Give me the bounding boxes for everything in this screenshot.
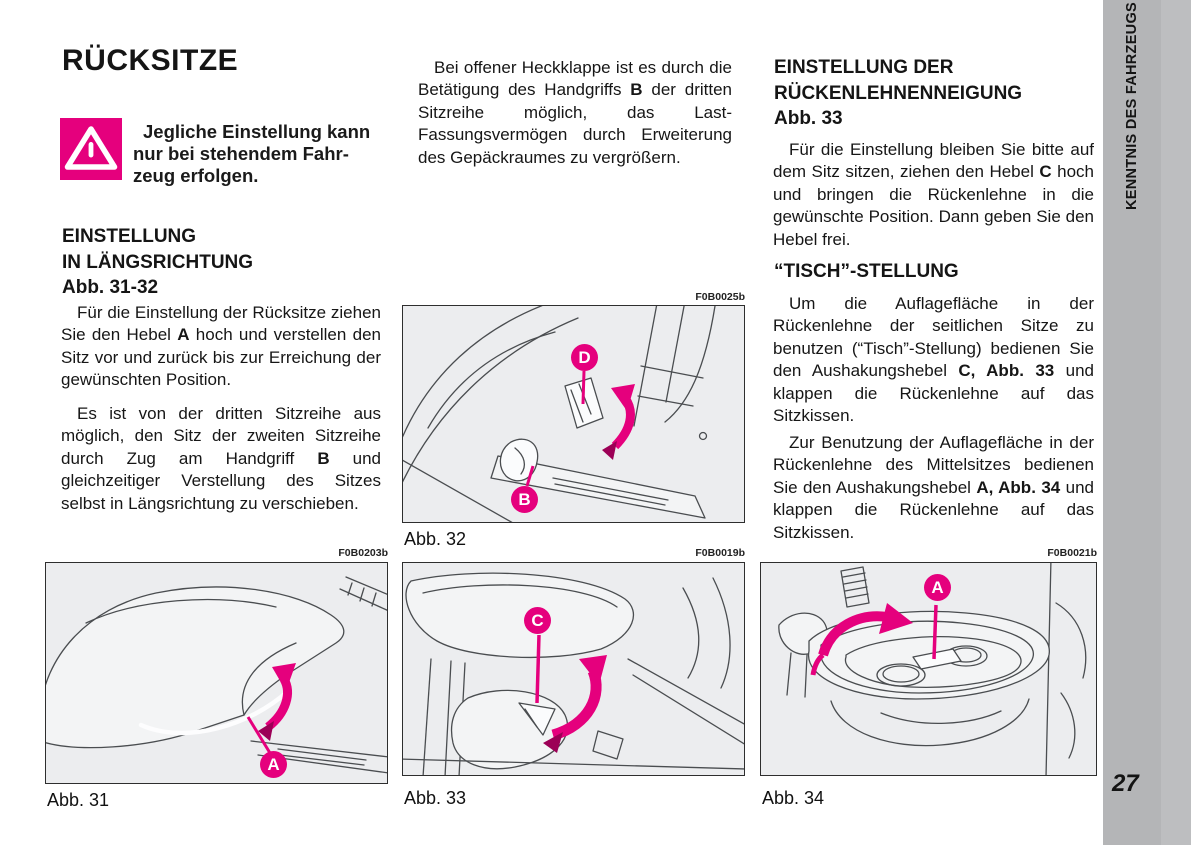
paragraph-rueckenlehne: Für die Einstellung bleiben Sie bitte au… <box>773 140 1094 249</box>
section-heading-laengsrichtung: EINSTELLUNG IN LÄNGSRICHTUNG Abb. 31-32 <box>62 226 254 298</box>
figure-caption-abb34: Abb. 34 <box>762 788 825 808</box>
figure-caption-abb31: Abb. 31 <box>47 790 110 810</box>
page-number: 27 <box>1112 770 1139 797</box>
label-badge-b: B <box>511 486 538 513</box>
paragraph-tisch-1: Um die Auflagefläche in der Rückenlehne … <box>773 294 1094 426</box>
figure-caption-abb33: Abb. 33 <box>404 788 467 808</box>
paragraph-laengsrichtung-2: Es ist von der dritten Sitzreihe aus mög… <box>61 404 382 513</box>
abb31-illustration <box>46 576 387 774</box>
figure-abb32: D B <box>402 305 745 523</box>
label-badge-c: C <box>524 607 551 634</box>
warning-triangle-icon <box>60 118 122 180</box>
label-badge-a: A <box>260 751 287 778</box>
figure-caption-abb32: Abb. 32 <box>404 529 467 549</box>
sidebar-chapter-label: KENNTNIS DES FAHRZEUGS <box>1124 1 1140 210</box>
label-badge-a2: A <box>924 574 951 601</box>
section-heading-tischstellung: “TISCH”-STELLUNG <box>774 261 959 282</box>
page-title: RÜCKSITZE <box>62 44 239 77</box>
label-badge-d: D <box>571 344 598 371</box>
paragraph-laengsrichtung-1: Für die Einstellung der Rücksitze ziehen… <box>61 303 381 390</box>
paragraph-heckklappe: Bei offener Heckklappe ist es durch die … <box>418 58 733 167</box>
abb33-illustration <box>403 572 744 775</box>
section-heading-rueckenlehnenneigung: EINSTELLUNG DER RÜCKENLEHNENNEIGUNG Abb.… <box>774 57 1023 129</box>
paragraph-tisch-2: Zur Benutzung der Auflagefläche in der R… <box>773 433 1095 542</box>
figure-abb34: A <box>760 562 1097 776</box>
abb34-illustration <box>778 563 1087 775</box>
sidebar-tab <box>1103 0 1191 845</box>
figure-code-abb33: F0B0019b <box>695 547 745 559</box>
abb32-illustration <box>403 306 716 522</box>
figure-code-abb32: F0B0025b <box>695 291 745 303</box>
figure-abb31: A <box>45 562 388 784</box>
warning-text: Jegliche Einstellung kann nur bei stehen… <box>133 121 371 186</box>
figure-abb33: C <box>402 562 745 776</box>
figure-code-abb34: F0B0021b <box>1047 547 1097 559</box>
figure-code-abb31: F0B0203b <box>338 547 388 559</box>
